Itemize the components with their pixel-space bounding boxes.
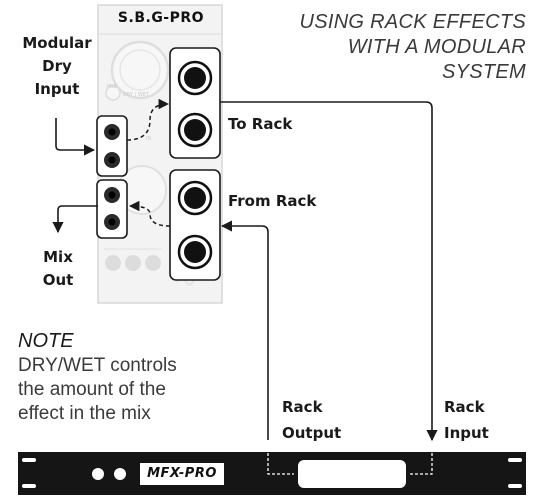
label-rack-input-2: Input xyxy=(444,424,489,442)
faint-label-drywet: DRY | WET xyxy=(123,92,150,98)
dry-input-arrow xyxy=(55,118,96,156)
label-modular: Modular xyxy=(22,34,92,52)
note-line-2: the amount of the xyxy=(18,379,166,400)
from-rack-cable xyxy=(220,220,269,440)
label-from-rack: From Rack xyxy=(228,192,317,210)
faint-label-in: IN xyxy=(146,136,151,142)
label-to-rack: To Rack xyxy=(228,115,293,133)
note-line-1: DRY/WET controls xyxy=(18,355,177,376)
module-title: S.B.G-PRO xyxy=(117,10,205,26)
internal-dashed-from-rack xyxy=(128,200,171,227)
label-rack-output-2: Output xyxy=(282,424,342,442)
mix-out-jacks xyxy=(96,179,128,239)
title-line-1: USING RACK EFFECTS xyxy=(299,11,526,33)
rack-knob-2 xyxy=(114,468,126,480)
label-out: Out xyxy=(42,271,74,289)
rack-unit xyxy=(18,448,526,495)
label-mix: Mix xyxy=(43,248,73,266)
note-line-3: effect in the mix xyxy=(18,403,151,424)
label-dry: Dry xyxy=(42,57,72,75)
title-line-3: SYSTEM xyxy=(441,61,526,83)
label-input: Input xyxy=(34,80,80,98)
note-title: NOTE xyxy=(18,330,74,352)
label-rack-input-1: Rack xyxy=(444,398,485,416)
rack-knob-1 xyxy=(92,468,104,480)
to-rack-jacks xyxy=(169,47,221,159)
title-line-2: WITH A MODULAR xyxy=(347,36,526,58)
faint-label-pre: PRE xyxy=(107,84,117,90)
dry-input-jacks xyxy=(96,115,128,177)
from-rack-jacks xyxy=(169,169,221,281)
label-rack-output-1: Rack xyxy=(282,398,323,416)
rack-display xyxy=(298,460,406,488)
mix-out-arrow xyxy=(52,205,98,234)
rack-name: MFX-PRO xyxy=(147,466,217,481)
rack-logo-plate xyxy=(140,463,224,485)
to-rack-cable xyxy=(220,101,438,442)
